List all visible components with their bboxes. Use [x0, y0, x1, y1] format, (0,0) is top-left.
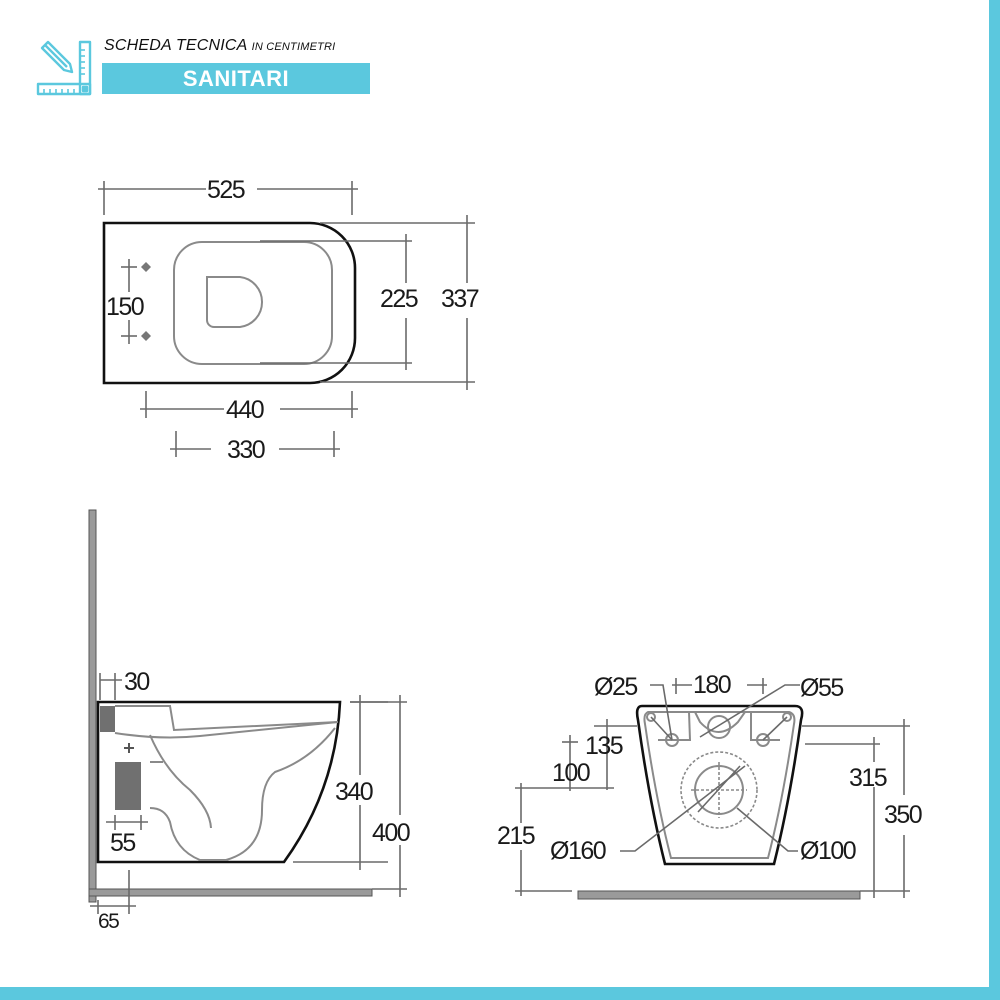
page-border-bottom — [0, 987, 1000, 1000]
dim-inlet-height: 315 — [849, 764, 887, 792]
ruler-pencil-icon — [36, 40, 92, 96]
dim-fixing-height-top: 135 — [585, 732, 623, 760]
dim-total-height: 400 — [372, 819, 410, 847]
fixing-holes — [121, 259, 151, 344]
top-view: 525 150 225 337 440 330 — [98, 176, 480, 464]
dim-inner-outlet-diameter: Ø100 — [800, 837, 856, 865]
back-view: Ø25 180 Ø55 135 100 215 Ø160 Ø100 315 35… — [497, 671, 923, 900]
dim-outlet-offset: 55 — [110, 829, 135, 857]
side-view: 30 55 65 340 400 — [88, 509, 411, 933]
dim-fixing-height-bottom: 100 — [552, 759, 590, 787]
dim-outlet-height: 215 — [497, 822, 535, 850]
dim-bowl-length: 440 — [226, 396, 264, 424]
dim-fixing-hole-diameter: Ø25 — [594, 673, 637, 701]
dim-inlet-diameter: Ø55 — [800, 674, 843, 702]
dim-overall-width: 337 — [441, 285, 479, 313]
category-banner: SANITARI — [102, 63, 370, 94]
dim-inner-width: 225 — [380, 285, 418, 313]
dim-outer-outlet-diameter: Ø160 — [550, 837, 606, 865]
dim-fixing-spacing: 180 — [693, 671, 731, 699]
title-text: SCHEDA TECNICA — [104, 37, 248, 54]
dim-wall-gap: 30 — [124, 668, 149, 696]
dim-overall-length: 525 — [207, 176, 245, 204]
dim-inner-length: 330 — [227, 436, 265, 464]
dim-back-total-height: 350 — [884, 801, 922, 829]
dim-bowl-height: 340 — [335, 778, 373, 806]
subtitle-text: IN CENTIMETRI — [251, 41, 336, 53]
dim-fixing-distance: 150 — [106, 293, 144, 321]
page-border-right — [989, 0, 1000, 1000]
dim-floor-offset: 65 — [98, 910, 119, 933]
